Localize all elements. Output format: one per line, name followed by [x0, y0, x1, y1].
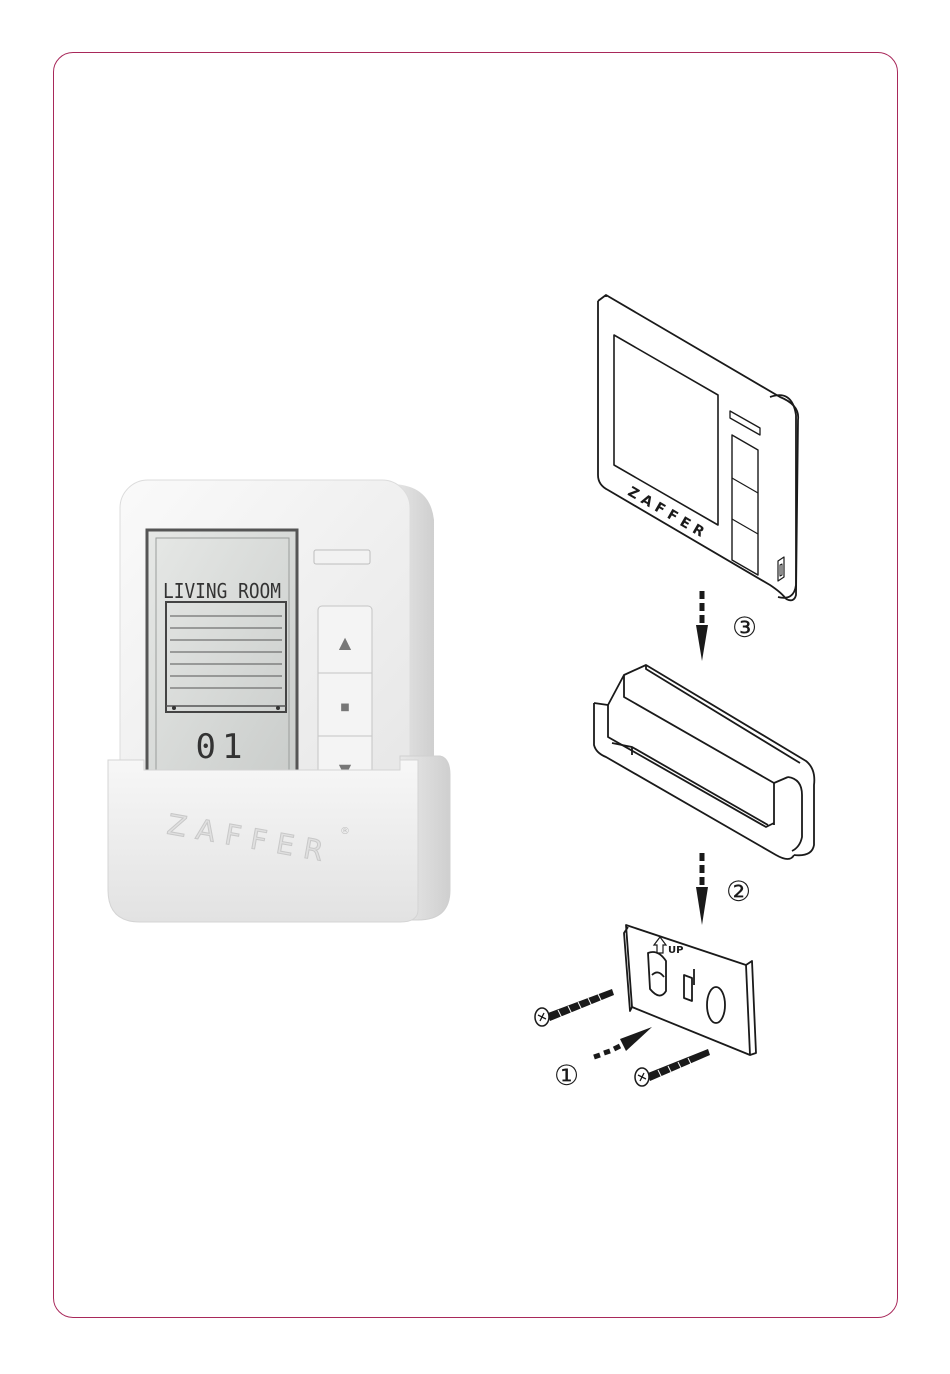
exploded-view: ZAFFER ③ ② UP [520, 285, 840, 1105]
plate-up-marking: UP [668, 945, 683, 956]
arrow-step-1-head [620, 1027, 652, 1051]
step-3-marker: ③ [732, 611, 757, 644]
up-arrow-icon: ▲ [339, 633, 352, 652]
lcd-room-label: LIVING ROOM [163, 579, 281, 603]
remote-photo: LIVING ROOM 01 ▲ ■ ▼ ZAFFER ® [100, 470, 460, 930]
holder-outline [594, 665, 814, 859]
up-arrow-mark-icon [654, 937, 666, 953]
lcd-channel: 01 [196, 727, 249, 767]
screw-lower-icon [635, 1049, 710, 1086]
step-1-marker: ① [554, 1059, 579, 1092]
arrow-step-2-head [696, 887, 708, 925]
remote-outline [598, 295, 798, 600]
arrow-step-1 [594, 1046, 620, 1057]
stop-square-icon: ■ [340, 702, 349, 713]
screw-upper-icon [535, 989, 614, 1026]
led-indicator [314, 550, 370, 564]
arrow-step-3-head [696, 625, 708, 661]
up-button[interactable]: ▲ [339, 633, 352, 652]
stop-button[interactable]: ■ [340, 702, 349, 713]
registered-mark: ® [340, 826, 350, 837]
step-2-marker: ② [726, 875, 751, 908]
wall-plate [624, 925, 756, 1055]
